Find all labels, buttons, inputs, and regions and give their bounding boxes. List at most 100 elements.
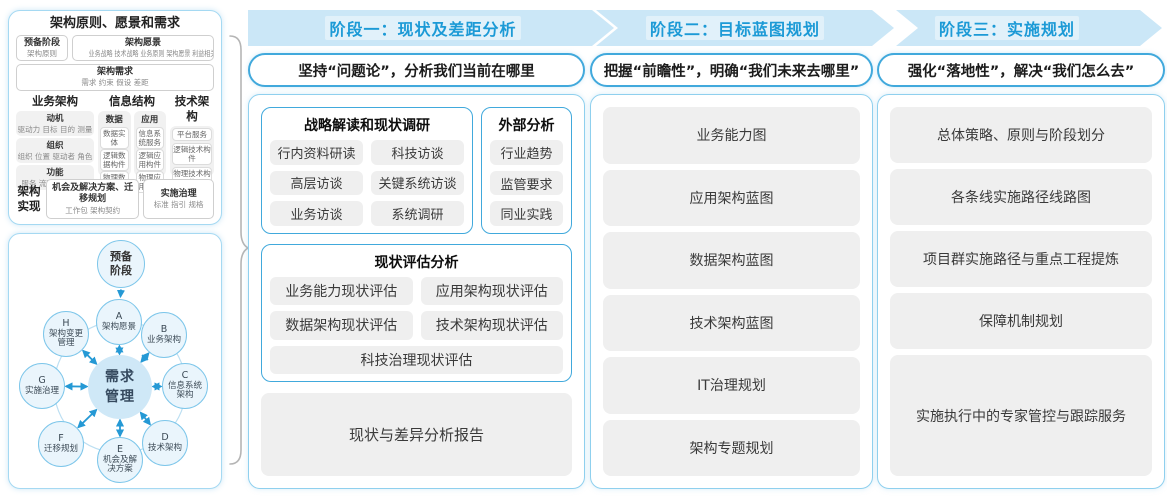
adm-prep-circle: 预备阶段 [97,240,145,288]
adm-node-letter: F [58,432,64,444]
information-structure-column: 信息结构 数据 数据实体逻辑数据构件物理数据构件 应用 信息系统服务逻辑应用构件… [98,93,166,193]
adm-node-b: B 业务架构 [141,312,187,358]
external-analysis-items: 行业趋势监管要求同业实践 [490,140,563,227]
adm-prep-label: 预备阶段 [110,250,132,277]
deliverable-box: 项目群实施路径与重点工程提炼 [890,231,1152,288]
box-title: 功能 [46,167,64,178]
phase3-title: 阶段三：实施规划 [935,16,1079,40]
group-external-analysis: 外部分析 行业趋势监管要求同业实践 [481,107,572,234]
adm-node-h: H 架构变更管理 [43,311,89,357]
adm-node-c: C 信息系统架构 [162,363,208,409]
deliverable-box: 技术架构蓝图 [603,294,860,351]
adm-node-label: 技术架构 [147,442,182,453]
box-sub: 组织 位置 驱动者 角色 [17,151,93,161]
activity-box: 关键系统访谈 [371,170,464,196]
architecture-requirements-sub: 需求 约束 假设 差距 [81,78,149,88]
phase1-subtitle-box: 坚持“问题论”，分析我们当前在哪里 [248,53,585,87]
application-column-title: 应用 [141,114,159,125]
adm-node-label: 实施治理 [24,385,59,396]
artifact-box: 逻辑数据构件 [100,148,129,171]
architecture-requirements-box: 架构需求 需求 约束 假设 差距 [16,64,214,91]
box-sub: 驱动力 目标 目的 测量 [17,124,93,134]
architecture-vision-sub: 业务战略 技术战略 业务原则 架构愿景 利益相关者 [88,48,214,58]
phase2-subtitle-box: 把握“前瞻性”，明确“我们未来去哪里” [590,53,873,87]
framework-vision-row: 预备阶段 架构原则 架构愿景 业务战略 技术战略 业务原则 架构愿景 利益相关者 [16,34,214,62]
assessment-items: 业务能力现状评估应用架构现状评估数据架构现状评估技术架构现状评估科技治理现状评估 [270,277,563,374]
activity-box: 业务能力现状评估 [270,277,413,306]
gap-analysis-report-box: 现状与差异分析报告 [261,393,572,476]
artifact-box: 逻辑技术构件 [172,142,212,165]
deliverable-box: IT治理规划 [603,357,860,414]
box-sub: 工作包 架构契约 [65,205,121,215]
brace-connector [229,35,250,465]
activity-box: 应用架构现状评估 [420,277,563,306]
adm-node-f: F 迁移规划 [38,421,84,467]
deliverable-box: 架构专题规划 [603,419,860,476]
adm-node-letter: D [161,431,169,443]
activity-box: 数据架构现状评估 [270,311,413,340]
group-strategy-research: 战略解读和现状调研 行内资料研读科技访谈高层访谈关键系统访谈业务访谈系统调研 [261,107,473,234]
phase2-subtitle: 把握“前瞻性”，明确“我们未来去哪里” [603,63,860,80]
adm-node-d: D 技术架构 [142,420,188,466]
adm-node-letter: C [181,369,189,381]
box-sub: 标准 指引 规格 [153,199,204,209]
activity-box: 高层访谈 [270,170,363,196]
activity-box: 监管要求 [490,170,563,196]
artifact-box: 平台服务 [172,127,212,141]
technology-artifacts: 平台服务逻辑技术构件物理技术构件 [170,125,214,189]
group-title: 现状评估分析 [374,255,459,271]
architecture-realization-row: 架构实现 机会及解决方案、迁移规划 工作包 架构契约 实施治理 标准 指引 规格 [16,179,214,219]
adm-node-label: 架构变更管理 [48,328,83,349]
activity-box: 科技访谈 [371,140,464,165]
box-title: 机会及解决方案、迁移规划 [52,183,134,205]
opportunities-migration-box: 机会及解决方案、迁移规划 工作包 架构契约 [46,179,140,219]
prep-phase-sub: 架构原则 [27,48,57,58]
adm-node-a: A 架构愿景 [96,299,142,345]
phase1-research-row: 战略解读和现状调研 行内资料研读科技访谈高层访谈关键系统访谈业务访谈系统调研 外… [261,107,572,234]
deliverable-box: 实施执行中的专家管控与跟踪服务 [890,355,1152,476]
application-column: 应用 信息系统服务逻辑应用构件物理应用构件 [133,110,166,193]
deliverable-box: 总体策略、原则与阶段划分 [890,107,1152,164]
group-current-state-assessment: 现状评估分析 业务能力现状评估应用架构现状评估数据架构现状评估技术架构现状评估科… [261,244,572,382]
activity-box: 行内资料研读 [270,140,363,165]
adm-node-letter: B [160,323,168,335]
phase3-content: 总体策略、原则与阶段划分各条线实施路径线路图项目群实施路径与重点工程提炼保障机制… [877,94,1165,489]
adm-center-circle: 需求管理 [88,355,152,419]
adm-node-letter: G [38,374,46,386]
adm-node-letter: E [116,443,123,455]
deliverable-box: 保障机制规划 [890,293,1152,350]
data-column-title: 数据 [105,114,123,125]
information-structure-title: 信息结构 [109,93,155,108]
phase3-subtitle-box: 强化“落地性”，解决“我们怎么去” [877,53,1165,87]
activity-box: 技术架构现状评估 [420,311,563,340]
phase2-title: 阶段二：目标蓝图规划 [646,16,824,40]
activity-box: 同业实践 [490,201,563,227]
adm-node-letter: A [115,310,123,322]
group-title: 外部分析 [498,118,555,134]
business-organization-box: 组织 组织 位置 驱动者 角色 [16,137,94,163]
prep-phase-box: 预备阶段 架构原则 [16,34,68,62]
artifact-box: 数据实体 [100,126,129,149]
information-subcolumns: 数据 数据实体逻辑数据构件物理数据构件 应用 信息系统服务逻辑应用构件物理应用构… [98,110,166,193]
group-title: 战略解读和现状调研 [304,118,430,134]
activity-box: 系统调研 [371,201,464,226]
adm-cycle-panel: 预备阶段 需求管理 A 架构愿景 B 业务架构 C 信息系统架构 D 技术架构 … [8,233,222,489]
adm-node-label: 迁移规划 [43,443,78,454]
deliverable-box: 业务能力图 [603,107,860,164]
adm-node-label: 架构愿景 [101,321,136,332]
adm-node-label: 机会及解决方案 [102,454,137,475]
data-column: 数据 数据实体逻辑数据构件物理数据构件 [98,110,131,193]
architecture-framework-panel: 架构原则、愿景和需求 预备阶段 架构原则 架构愿景 业务战略 技术战略 业务原则… [8,10,222,225]
adm-node-g: G 实施治理 [19,363,65,409]
business-motivation-box: 动机 驱动力 目标 目的 测量 [16,110,94,136]
artifact-box: 信息系统服务 [135,126,164,149]
architecture-vision-box: 架构愿景 业务战略 技术战略 业务原则 架构愿景 利益相关者 [72,34,214,62]
phase1-title: 阶段一：现状及差距分析 [325,16,520,40]
adm-node-letter: H [62,317,70,329]
adm-node-e: E 机会及解决方案 [97,437,143,483]
phase1-subtitle: 坚持“问题论”，分析我们当前在哪里 [298,63,535,80]
box-title: 组织 [46,140,64,151]
phase1-content: 战略解读和现状调研 行内资料研读科技访谈高层访谈关键系统访谈业务访谈系统调研 外… [248,94,585,489]
